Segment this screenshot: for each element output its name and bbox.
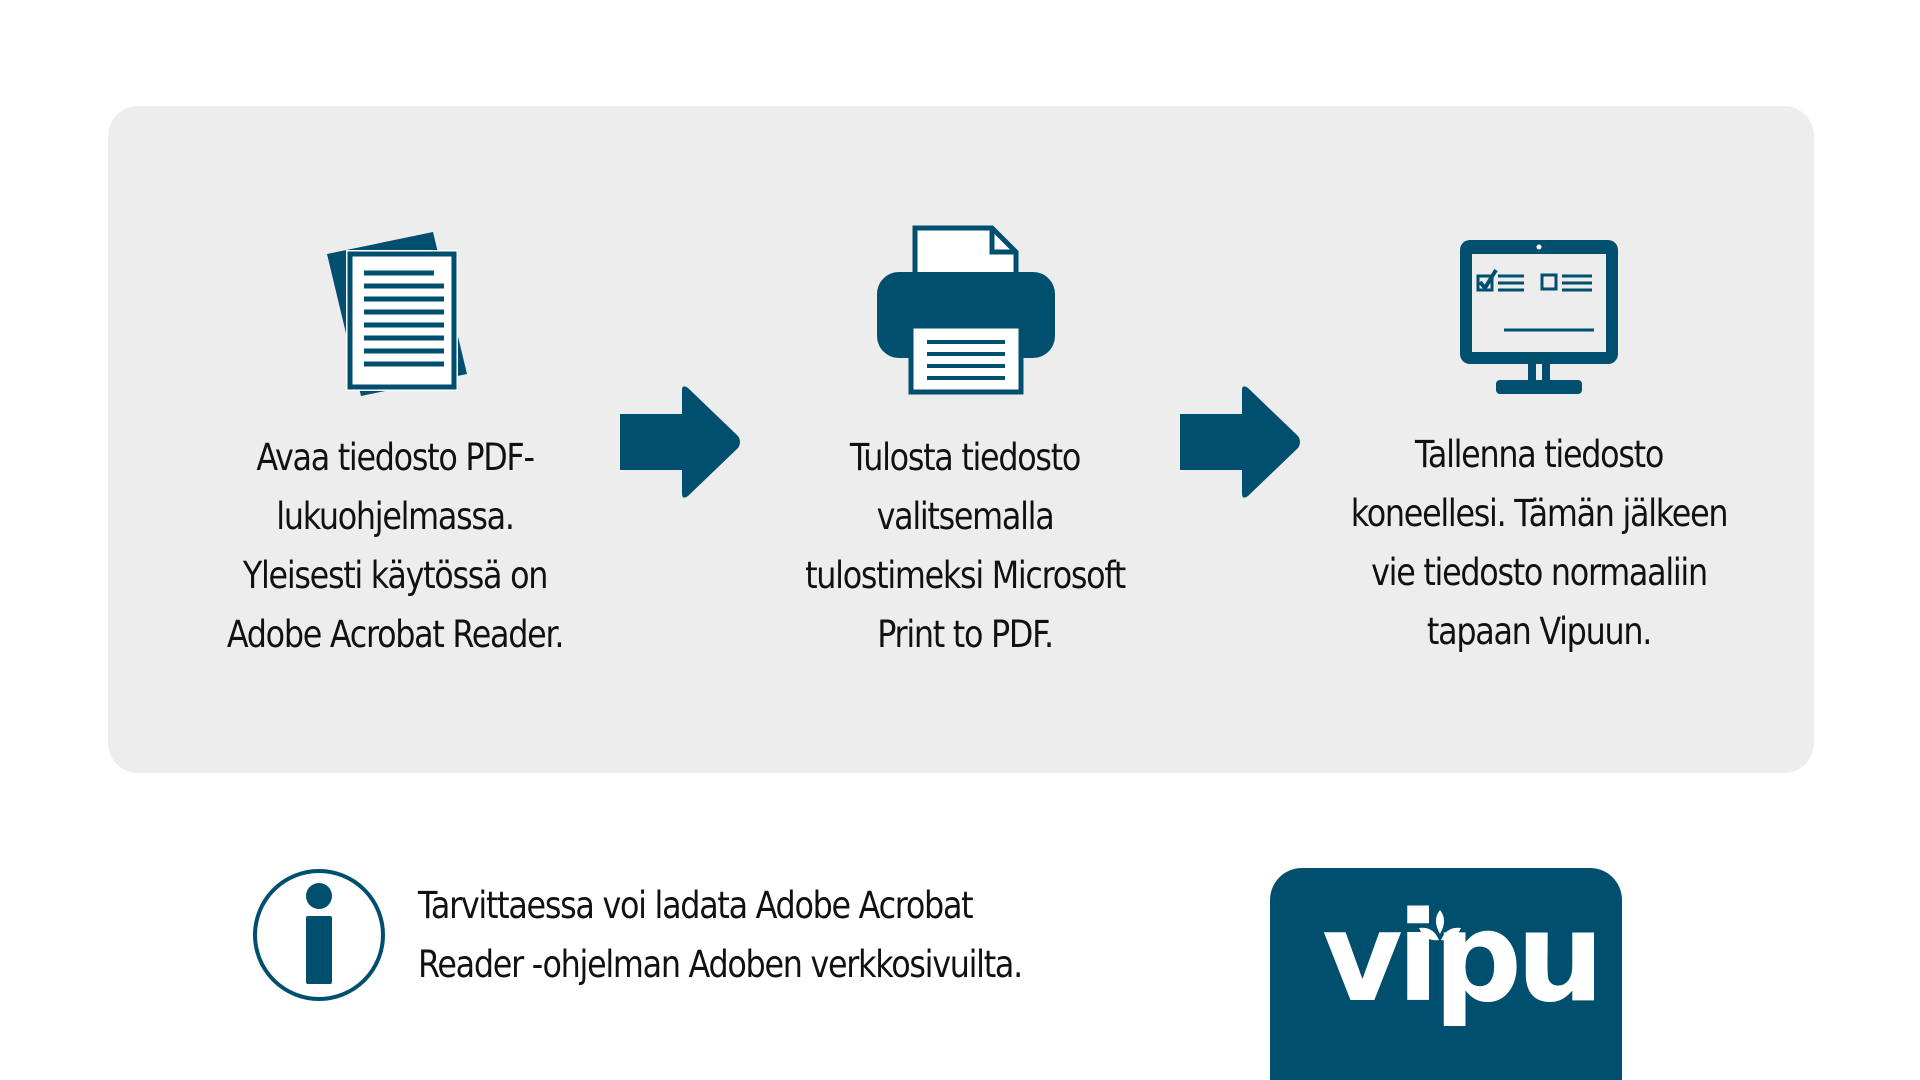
printer-icon (877, 225, 1055, 395)
step-3-text: Tallenna tiedosto koneellesi. Tämän jälk… (1333, 425, 1746, 661)
step-1-text: Avaa tiedosto PDF- lukuohjelmassa. Yleis… (189, 428, 602, 664)
step-2-line: Print to PDF. (877, 613, 1054, 656)
info-text: Tarvittaessa voi ladata Adobe Acrobat Re… (418, 876, 1072, 994)
step-2-text: Tulosta tiedosto valitsemalla tulostimek… (759, 428, 1172, 664)
leaf-icon (1419, 910, 1461, 941)
documents-icon (327, 232, 467, 396)
step-3-line: koneellesi. Tämän jälkeen (1350, 492, 1729, 535)
arrow-right-icon (620, 386, 740, 498)
step-2-line: tulostimeksi Microsoft (805, 554, 1126, 597)
vipu-logo: vipu (1270, 868, 1622, 1080)
steps-panel (108, 106, 1814, 773)
step-3-line: Tallenna tiedosto (1414, 433, 1664, 476)
step-1-line: Avaa tiedosto PDF- (256, 436, 535, 479)
step-3-line: tapaan Vipuun. (1426, 610, 1652, 653)
step-1-line: Yleisesti käytössä on (242, 554, 549, 597)
step-3-line: vie tiedosto normaaliin (1371, 551, 1708, 594)
step-2-line: Tulosta tiedosto (849, 436, 1081, 479)
info-line: Tarvittaessa voi ladata Adobe Acrobat (418, 884, 974, 927)
step-1-line: lukuohjelmassa. (276, 495, 515, 538)
step-2-line: valitsemalla (876, 495, 1055, 538)
info-icon (253, 869, 385, 1001)
step-1-line: Adobe Acrobat Reader. (226, 613, 565, 656)
logo-text: vipu (1322, 886, 1604, 1030)
monitor-icon (1460, 240, 1618, 394)
arrow-right-icon (1180, 386, 1300, 498)
info-line: Reader -ohjelman Adoben verkkosivuilta. (418, 943, 1023, 986)
